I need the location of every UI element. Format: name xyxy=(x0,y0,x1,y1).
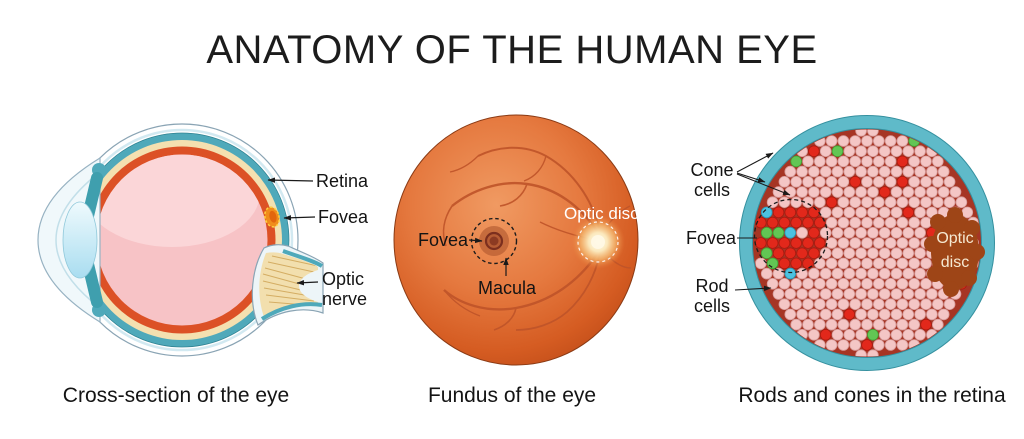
fovea-label-cross-section: Fovea xyxy=(318,207,369,227)
optic-disc-label-retina-cells: Optic disc xyxy=(925,227,985,275)
fovea-region-outline xyxy=(753,198,829,274)
macula-label: Macula xyxy=(477,278,537,298)
fundus-caption: Fundus of the eye xyxy=(427,384,597,407)
retina-cells-caption: Rods and cones in the retina xyxy=(738,384,1006,407)
optic-nerve-label-line1: Optic xyxy=(322,269,365,289)
optic-disc-label-line1: Optic xyxy=(936,230,974,247)
cross-section-caption: Cross-section of the eye xyxy=(62,384,290,407)
cornea-graphic xyxy=(37,156,106,324)
retina-cells-leader-lines xyxy=(734,152,791,292)
page-title: ANATOMY OF THE HUMAN EYE xyxy=(206,28,818,72)
lens-graphic xyxy=(62,201,98,279)
cross-section-eye-graphic xyxy=(37,123,324,357)
optic-disc-label-fundus: Optic disc xyxy=(564,204,639,223)
rods-and-cones-graphic xyxy=(734,115,995,371)
fovea-label-fundus: Fovea xyxy=(417,230,468,250)
cone-cells-label: Cone cells xyxy=(683,160,741,200)
optic-disc-retina-graphic xyxy=(924,207,985,297)
cone-cells-label-line2: cells xyxy=(693,180,730,200)
fundus-leader-lines xyxy=(468,237,509,276)
fundus-eye-graphic xyxy=(393,114,639,366)
fovea-spot-graphic xyxy=(264,206,280,228)
optic-nerve-label-line2: nerve xyxy=(322,289,368,309)
macula-graphic xyxy=(470,217,518,265)
fovea-label-retina-cells: Fovea xyxy=(686,228,737,248)
cone-cells-label-line1: Cone xyxy=(690,160,734,180)
optic-disc-fundus-graphic xyxy=(571,215,625,269)
rod-cells-label-line1: Rod xyxy=(695,276,729,296)
rod-cells-label: Rod cells xyxy=(683,276,741,316)
cross-section-leader-lines xyxy=(267,177,319,286)
optic-disc-label-line2: disc xyxy=(940,254,970,271)
retina-label: Retina xyxy=(316,171,369,191)
rod-cells-label-line2: cells xyxy=(693,296,730,316)
optic-nerve-label: Optic nerve xyxy=(322,269,367,309)
optic-nerve-graphic xyxy=(251,244,324,326)
